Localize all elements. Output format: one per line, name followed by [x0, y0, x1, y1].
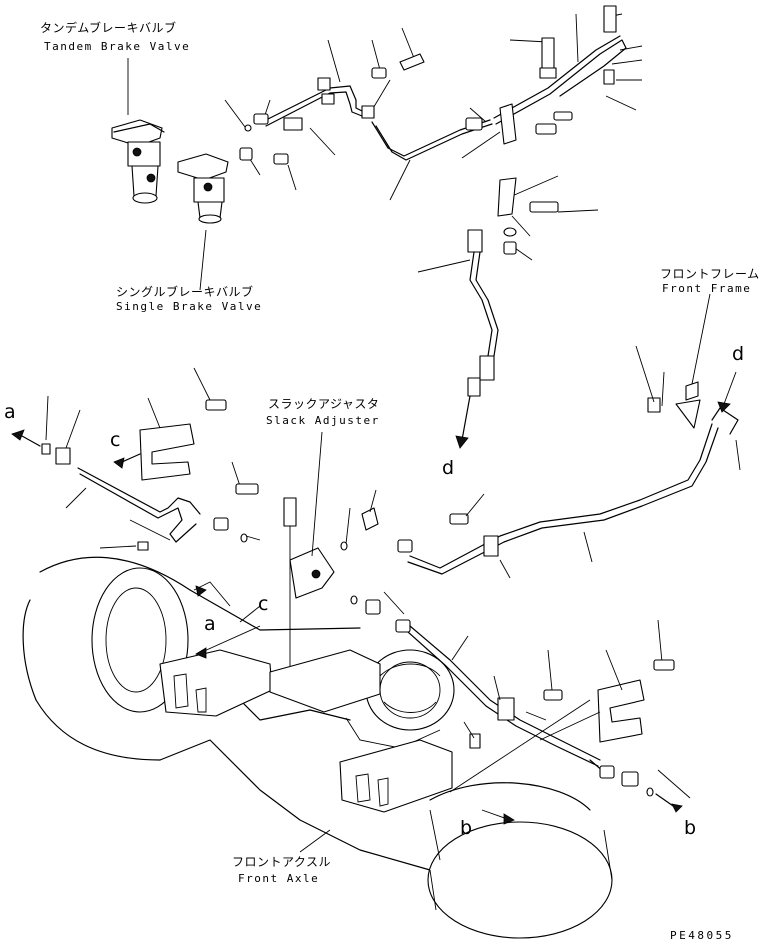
tandem-brake-valve-label-en: Tandem Brake Valve	[44, 40, 190, 53]
front-frame-label-jp: フロントフレーム	[660, 267, 760, 281]
hose-to-d	[455, 229, 499, 449]
leader-lines-top	[127, 13, 643, 291]
connection-b-right: b	[684, 817, 696, 839]
front-axle-label-jp: フロントアクスル	[232, 855, 331, 869]
drawing-code: PE48055	[670, 929, 734, 942]
connection-a-axle: a	[204, 613, 216, 635]
connection-d-frame: d	[732, 343, 744, 365]
tandem-brake-valve-label-jp: タンデムブレーキバルブ	[40, 20, 177, 35]
front-frame-label-en: Front Frame	[662, 282, 751, 295]
bracket-lower-right	[543, 619, 675, 743]
slack-adjuster	[283, 431, 405, 672]
connection-a-left: a	[4, 401, 16, 423]
front-axle	[22, 556, 613, 939]
slack-adjuster-label-jp: スラックアジャスタ	[268, 397, 379, 411]
axle-arrows	[193, 581, 515, 853]
top-fittings	[239, 5, 617, 255]
bracket-c-upper	[113, 367, 227, 481]
front-axle-label-en: Front Axle	[238, 872, 319, 885]
slack-adjuster-label-en: Slack Adjuster	[266, 414, 380, 427]
single-brake-valve-label-jp: シングルブレーキバルブ	[116, 284, 254, 299]
top-brake-pipe	[261, 35, 627, 161]
single-brake-valve	[177, 153, 229, 224]
connection-d-hose: d	[442, 457, 454, 479]
b-fittings	[449, 699, 691, 813]
connection-c-axle: c	[258, 593, 268, 615]
connection-c-left: c	[110, 429, 120, 451]
tandem-brake-valve	[111, 119, 165, 204]
single-brake-valve-label-en: Single Brake Valve	[116, 300, 262, 313]
left-middle-pipe	[11, 395, 229, 551]
bolt-mid	[231, 461, 261, 543]
connection-b-axle: b	[460, 817, 472, 839]
front-frame-pipe	[397, 293, 741, 579]
